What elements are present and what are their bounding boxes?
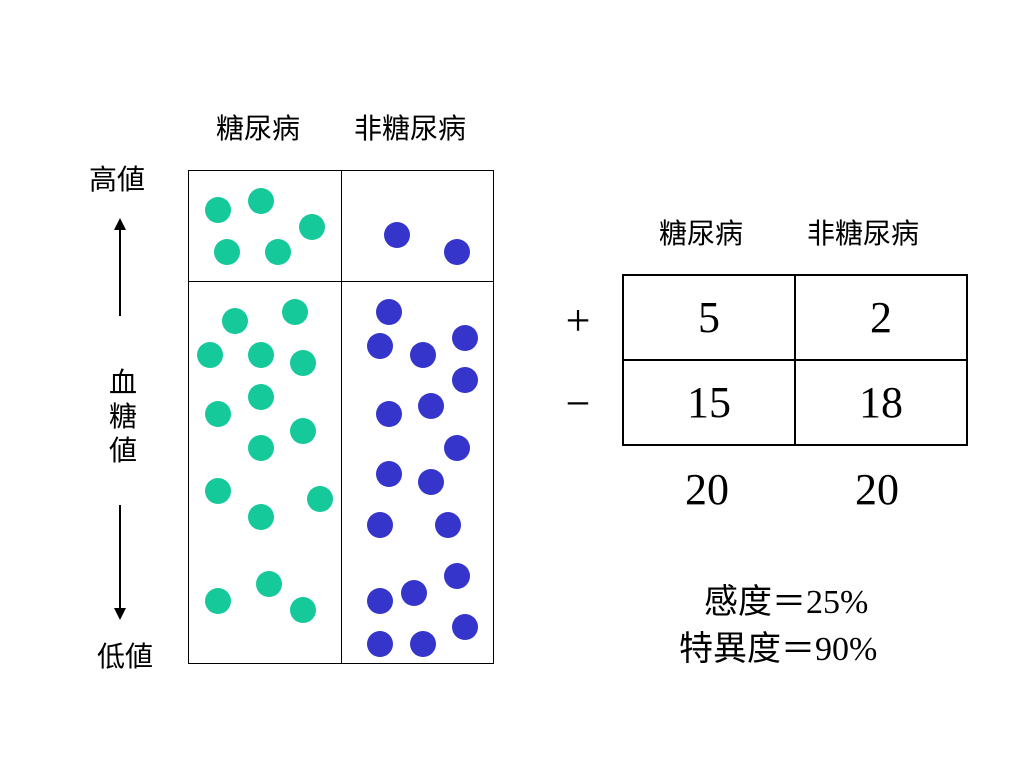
cell-positive-diabetes: 5 bbox=[622, 274, 796, 361]
axis-char: 値 bbox=[108, 434, 137, 467]
diabetes-dot bbox=[205, 588, 231, 614]
diabetes-dot bbox=[248, 504, 274, 530]
table-row: 15 18 bbox=[622, 359, 968, 446]
non-diabetes-dot bbox=[401, 580, 427, 606]
non-diabetes-dot bbox=[367, 333, 393, 359]
dot-panel bbox=[188, 170, 494, 664]
non-diabetes-dot bbox=[410, 342, 436, 368]
axis-char: 糖 bbox=[108, 400, 137, 433]
cell-positive-non-diabetes: 2 bbox=[794, 274, 968, 361]
non-diabetes-dot bbox=[435, 512, 461, 538]
arrow-down-icon bbox=[114, 505, 126, 620]
non-diabetes-dot bbox=[367, 588, 393, 614]
non-diabetes-dot bbox=[376, 461, 402, 487]
arrow-up-icon bbox=[114, 218, 126, 316]
diabetes-dot bbox=[265, 239, 291, 265]
non-diabetes-dot bbox=[418, 469, 444, 495]
non-diabetes-dot bbox=[452, 325, 478, 351]
diabetes-dot bbox=[214, 239, 240, 265]
non-diabetes-dot bbox=[376, 401, 402, 427]
non-diabetes-dot bbox=[410, 631, 436, 657]
specificity-line: 特異度＝90% bbox=[679, 621, 877, 670]
non-diabetes-dot bbox=[367, 512, 393, 538]
diabetes-dot bbox=[307, 486, 333, 512]
contingency-table: 5 2 15 18 bbox=[622, 274, 968, 446]
sensitivity-value: 25% bbox=[806, 584, 869, 621]
non-diabetes-dot bbox=[452, 367, 478, 393]
specificity-label: 特異度＝ bbox=[679, 629, 815, 669]
total-non-diabetes: 20 bbox=[855, 465, 899, 514]
diabetes-dot bbox=[248, 188, 274, 214]
diabetes-dot bbox=[248, 342, 274, 368]
sensitivity-label: 感度＝ bbox=[704, 582, 806, 622]
blood-glucose-axis-label: 血 糖 値 bbox=[107, 366, 139, 468]
low-value-label: 低値 bbox=[97, 640, 154, 673]
row-sign-negative: − bbox=[565, 379, 591, 428]
diabetes-dot bbox=[205, 478, 231, 504]
diabetes-dot bbox=[290, 597, 316, 623]
total-diabetes: 20 bbox=[685, 465, 729, 514]
diabetes-dot bbox=[299, 214, 325, 240]
specificity-value: 90% bbox=[815, 631, 878, 668]
diabetes-dot bbox=[205, 197, 231, 223]
cutoff-line bbox=[189, 281, 493, 282]
column-divider bbox=[341, 171, 342, 663]
cell-negative-diabetes: 15 bbox=[622, 359, 796, 446]
non-diabetes-dot bbox=[452, 614, 478, 640]
non-diabetes-dot bbox=[444, 239, 470, 265]
table-row: 5 2 bbox=[622, 274, 968, 361]
diabetes-dot bbox=[248, 384, 274, 410]
non-diabetes-dot bbox=[367, 631, 393, 657]
diabetes-dot bbox=[290, 350, 316, 376]
diabetes-dot bbox=[282, 299, 308, 325]
non-diabetes-dot bbox=[376, 299, 402, 325]
cell-negative-non-diabetes: 18 bbox=[794, 359, 968, 446]
diabetes-dot bbox=[197, 342, 223, 368]
high-value-label: 高値 bbox=[89, 163, 146, 196]
non-diabetes-dot bbox=[444, 435, 470, 461]
non-diabetes-dot bbox=[384, 222, 410, 248]
table-col-header-non-diabetes: 非糖尿病 bbox=[807, 217, 920, 250]
dot-col-header-non-diabetes: 非糖尿病 bbox=[354, 112, 467, 145]
table-col-header-diabetes: 糖尿病 bbox=[659, 217, 744, 250]
diabetes-dot bbox=[248, 435, 274, 461]
sensitivity-line: 感度＝25% bbox=[704, 574, 868, 623]
diabetes-dot bbox=[205, 401, 231, 427]
dot-col-header-diabetes: 糖尿病 bbox=[216, 112, 301, 145]
row-sign-positive: + bbox=[565, 296, 591, 345]
diabetes-dot bbox=[222, 308, 248, 334]
diabetes-dot bbox=[290, 418, 316, 444]
non-diabetes-dot bbox=[444, 563, 470, 589]
diabetes-dot bbox=[256, 571, 282, 597]
axis-char: 血 bbox=[108, 366, 137, 399]
non-diabetes-dot bbox=[418, 393, 444, 419]
